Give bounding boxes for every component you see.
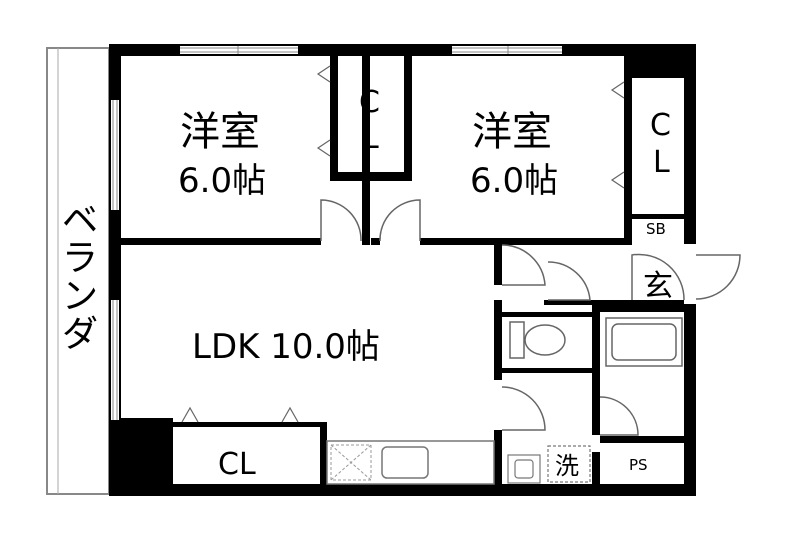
washroom-label: 洗	[555, 452, 579, 480]
closet-doors	[181, 65, 625, 423]
top-windows	[180, 46, 562, 54]
left-windows	[111, 100, 119, 420]
veranda-char-3: ン	[62, 276, 98, 317]
doors	[320, 199, 741, 436]
western-room-right-size: 6.0帖	[470, 161, 558, 201]
western-room-left-size: 6.0帖	[178, 161, 266, 201]
closet-right-c: C	[650, 108, 671, 143]
shoe-box-label: SB	[646, 220, 666, 238]
wash-area	[507, 445, 591, 484]
veranda-char-2: ラ	[62, 238, 98, 279]
veranda-char-4: ダ	[62, 314, 98, 355]
bathtub	[605, 317, 683, 367]
closet-left-l: L	[362, 121, 379, 156]
outer-walls	[109, 44, 696, 496]
pipe-space-label: PS	[629, 456, 648, 474]
closet-bottom-label: CL	[218, 447, 256, 482]
entrance-label: 玄	[643, 269, 673, 304]
western-room-right-name: 洋室	[472, 109, 552, 155]
toilet	[509, 321, 566, 359]
veranda-char-1: ベ	[62, 200, 98, 241]
western-room-left-name: 洋室	[180, 109, 260, 155]
ldk-label: LDK 10.0帖	[192, 327, 380, 367]
closet-left-c: C	[359, 85, 380, 120]
kitchen-counter	[326, 440, 495, 485]
interior-walls	[121, 56, 688, 484]
closet-right-l: L	[653, 145, 670, 180]
